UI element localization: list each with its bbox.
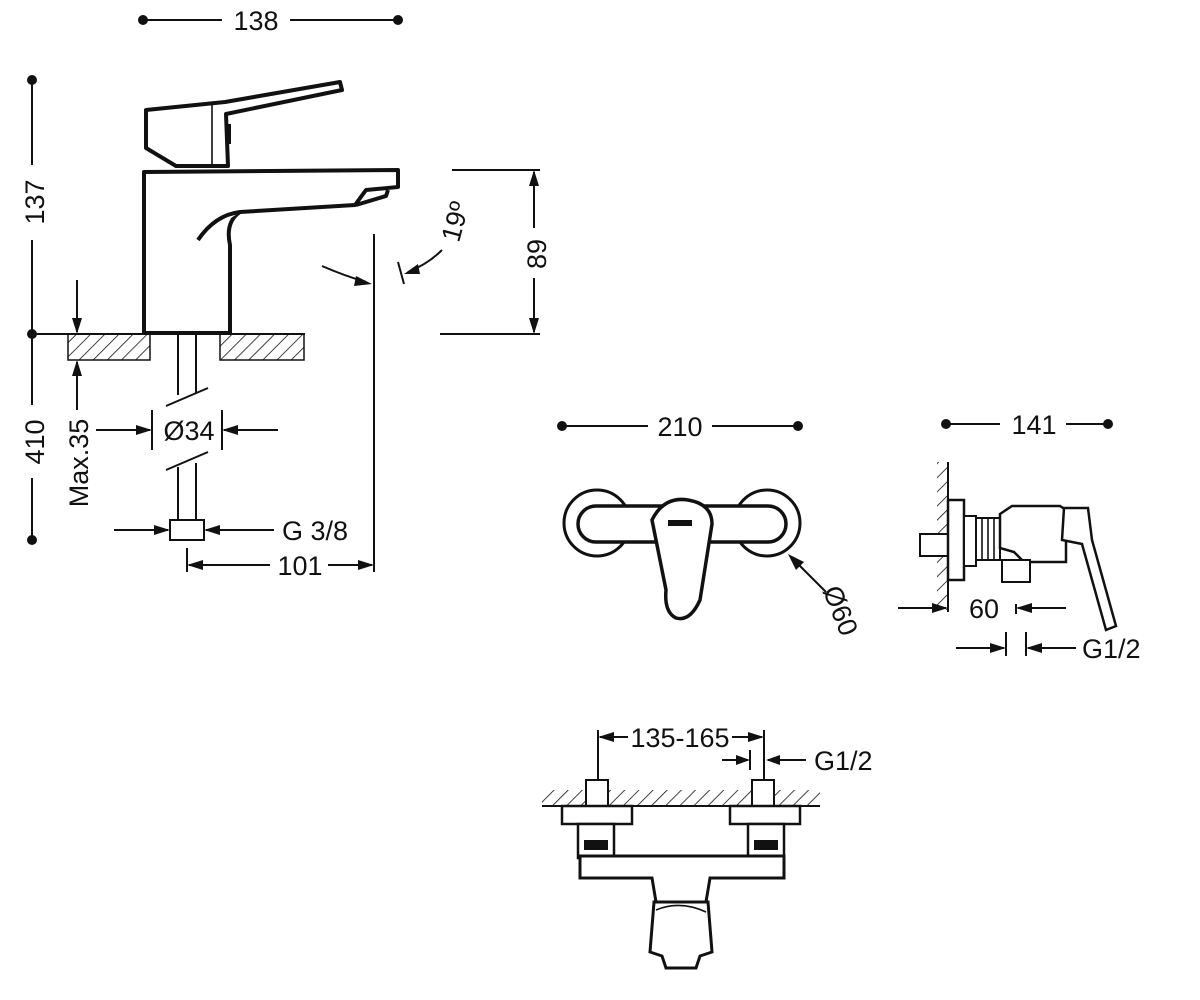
dim-overall-width: 138 <box>138 6 403 36</box>
top-thread-label: G1/2 <box>814 746 873 776</box>
shower-mixer-side-view: 141 60 <box>898 410 1141 664</box>
shower-mixer-side-body <box>919 462 1118 632</box>
overall-height-label: 137 <box>20 179 50 224</box>
side-depth-label: 141 <box>1011 410 1056 440</box>
hole-diameter-label: Ø34 <box>163 416 214 446</box>
spout-angle-label: 19º <box>436 198 475 244</box>
dim-overall-height: 137 <box>20 75 50 339</box>
dim-spout-angle: 19º <box>321 198 475 286</box>
dim-side-thread: G1/2 <box>956 632 1141 664</box>
connection-thread-label: G 3/8 <box>282 516 348 546</box>
dim-top-centers: 135-165 <box>597 723 765 780</box>
overall-width-label: 138 <box>233 6 278 36</box>
supply-hose <box>165 334 209 541</box>
dim-side-depth: 141 <box>941 410 1113 440</box>
deck-section <box>67 333 305 361</box>
dim-top-thread: G1/2 <box>722 746 873 776</box>
side-thread-label: G1/2 <box>1082 634 1141 664</box>
basin-mixer-body <box>142 80 400 335</box>
dim-spout-height: 89 <box>440 169 552 335</box>
dim-escutcheon-diameter: Ø60 <box>788 554 864 640</box>
front-width-label: 210 <box>657 412 702 442</box>
spout-reach-label: 101 <box>277 551 322 581</box>
dim-side-projection: 60 <box>898 594 1066 624</box>
dim-connection-thread: G 3/8 <box>114 516 348 546</box>
dim-front-width: 210 <box>557 412 803 442</box>
below-deck-label: 410 <box>20 419 50 464</box>
shower-mixer-top-body <box>542 779 820 970</box>
dim-hole-diameter: Ø34 <box>96 410 278 450</box>
dim-below-deck: 410 <box>20 334 50 545</box>
dim-spout-reach: 101 <box>186 234 375 581</box>
escutcheon-diameter-label: Ø60 <box>817 581 864 640</box>
spout-height-label: 89 <box>522 239 552 269</box>
dim-max-deck-thickness: Max.35 <box>64 280 94 507</box>
top-centers-label: 135-165 <box>630 723 729 753</box>
basin-mixer-view: 138 137 410 <box>20 6 552 581</box>
shower-mixer-top-view: 135-165 G1/2 <box>542 723 873 970</box>
shower-mixer-front-body <box>562 488 802 621</box>
max-deck-label: Max.35 <box>64 419 94 508</box>
side-projection-label: 60 <box>969 594 999 624</box>
shower-mixer-front-view: 210 Ø60 <box>557 412 864 640</box>
